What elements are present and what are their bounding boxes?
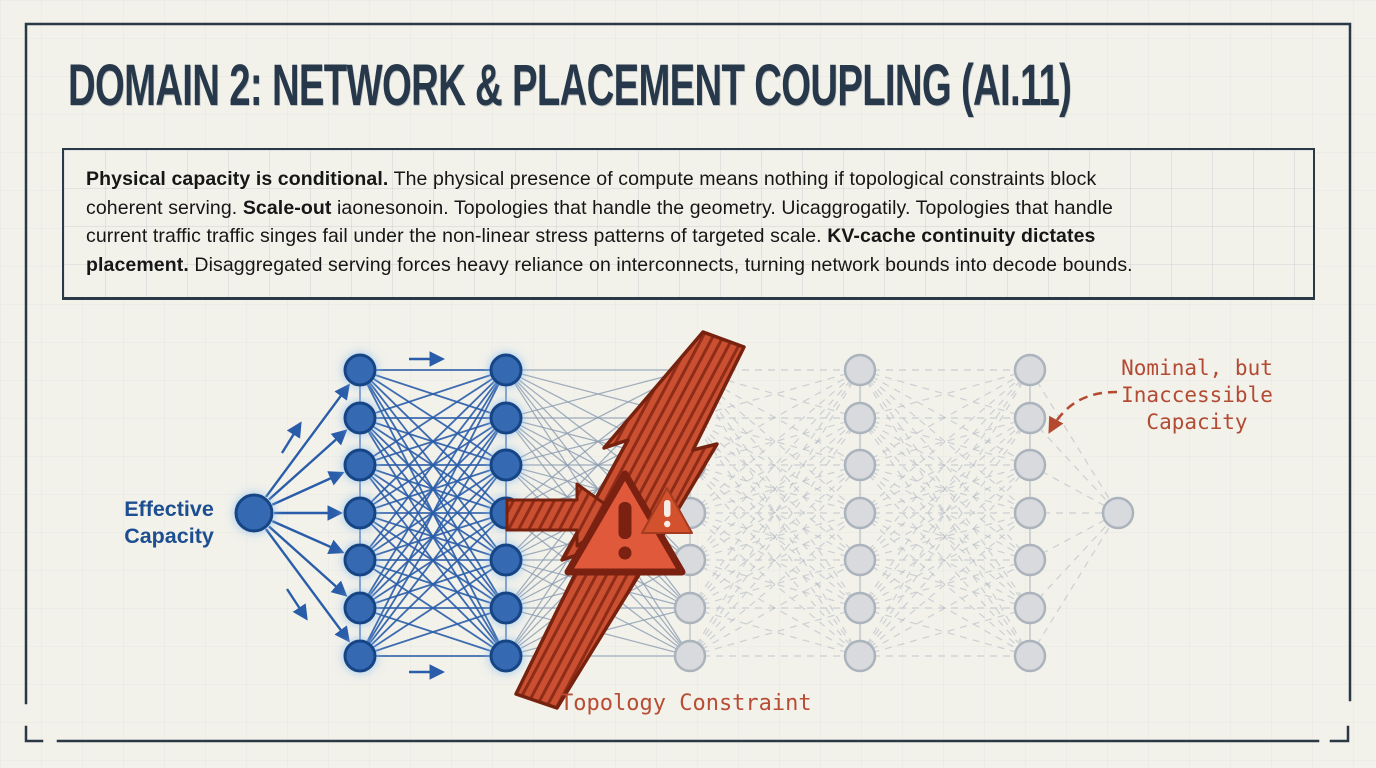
summary-box: Physical capacity is conditional. The ph… [62, 148, 1315, 300]
effective-node [489, 639, 523, 673]
effective-node [343, 543, 377, 577]
inaccessible-node [843, 353, 877, 387]
inaccessible-node [1013, 448, 1047, 482]
summary-line: coherent serving. Scale-out iaonesonoin.… [86, 196, 1113, 219]
effective-node [343, 448, 377, 482]
inaccessible-node [843, 448, 877, 482]
effective-node [343, 353, 377, 387]
inaccessible-output-node [1101, 496, 1135, 530]
flow-arrow-icon [280, 421, 302, 454]
summary-line: placement. Disaggregated serving forces … [86, 253, 1133, 276]
inaccessible-node [673, 591, 707, 625]
summary-line: Physical capacity is conditional. The ph… [86, 168, 1097, 190]
page-title: DOMAIN 2: NETWORK & PLACEMENT COUPLING (… [68, 53, 1072, 118]
effective-node [489, 591, 523, 625]
inaccessible-node [843, 496, 877, 530]
inaccessible-node [1013, 639, 1047, 673]
summary-line: current traffic traffic singes fail unde… [86, 225, 1096, 248]
inaccessible-node [1013, 353, 1047, 387]
effective-node [489, 401, 523, 435]
effective-node [489, 448, 523, 482]
summary-text: Physical capacity is conditional. The ph… [86, 165, 1291, 279]
effective-node [489, 543, 523, 577]
effective-network [264, 351, 507, 680]
flow-arrow-icon [285, 588, 308, 621]
inaccessible-node [843, 401, 877, 435]
effective-node [489, 353, 523, 387]
inaccessible-node [843, 639, 877, 673]
annotation-arrow-icon [1048, 390, 1118, 434]
inaccessible-node [843, 591, 877, 625]
inaccessible-node [1013, 496, 1047, 530]
effective-node [343, 639, 377, 673]
inaccessible-node [1013, 543, 1047, 577]
slide-frame [24, 22, 1352, 743]
warning-small-icon [641, 487, 693, 534]
effective-node [343, 496, 377, 530]
inaccessible-node [1013, 401, 1047, 435]
effective-node [343, 401, 377, 435]
inaccessible-node [1013, 591, 1047, 625]
inaccessible-node [843, 543, 877, 577]
effective-node [343, 591, 377, 625]
topology-constraint-label: Topology Constraint [560, 691, 812, 716]
inaccessible-node [673, 639, 707, 673]
input-node [234, 493, 274, 533]
effective-nodes [234, 353, 523, 673]
